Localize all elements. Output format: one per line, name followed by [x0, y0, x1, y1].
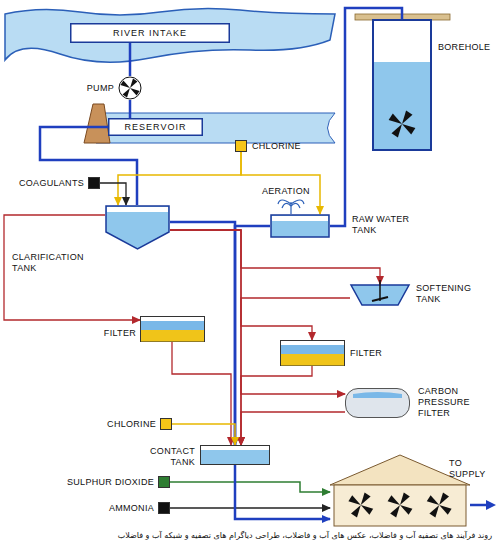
river	[5, 8, 335, 62]
flow-connector	[40, 127, 137, 205]
flow-connector	[170, 230, 345, 394]
node-label: RESERVOIR	[125, 122, 187, 133]
node-label: FILTER	[350, 348, 395, 359]
sand-filter-shape	[280, 340, 345, 366]
node-label: RIVER INTAKE	[113, 28, 187, 39]
node-label: CHLORINE	[86, 419, 156, 430]
flow-connector	[241, 152, 320, 214]
coagulant-dose: COAGULANTS	[88, 177, 100, 189]
node-label: CARBON PRESSURE FILTER	[418, 386, 480, 419]
node-label: SOFTENING TANK	[416, 283, 478, 305]
node-label: AMMONIA	[66, 503, 154, 514]
node-label: COAGULANTS	[6, 178, 84, 189]
chlorine-dose: CHLORINE	[235, 140, 247, 152]
pump-symbol: PUMP	[118, 76, 142, 100]
sand-filter-shape	[140, 316, 205, 342]
raw-water-tank-shape	[270, 214, 330, 238]
sand-filter: FILTER	[140, 316, 205, 342]
node-label: CHLORINE	[252, 141, 314, 152]
ammonia-dose-shape	[158, 502, 170, 514]
flow-connector	[241, 366, 312, 445]
flow-connector	[172, 424, 235, 445]
contact-tank: CONTACT TANK	[200, 445, 270, 465]
ammonia-dose: AMMONIA	[158, 502, 170, 514]
flow-connector	[129, 43, 132, 76]
node-label: TO SUPPLY	[449, 458, 499, 480]
sand-filter: FILTER	[280, 340, 345, 366]
supply-arrow	[470, 500, 496, 510]
softening-tank-shape	[350, 284, 410, 306]
flow-connector	[118, 152, 241, 205]
caption: روند فرآیند های تصفیه آب و فاضلاب، عکس ه…	[2, 531, 492, 541]
reservoir-box: RESERVOIR	[108, 118, 203, 136]
chlorine-dose: CHLORINE	[160, 418, 172, 430]
borehole: BOREHOLE	[372, 20, 432, 150]
sulphur-dioxide-dose: SULPHUR DIOXIDE	[158, 476, 170, 488]
clarification-tank-shape	[105, 205, 170, 250]
carbon-filter: CARBON PRESSURE FILTER	[345, 388, 410, 418]
carbon-filter-shape	[345, 388, 410, 418]
clarification-tank: CLARIFICATION TANK	[105, 205, 170, 250]
softening-tank: SOFTENING TANK	[350, 284, 410, 306]
borehole-shape	[372, 20, 432, 150]
flow-connector	[170, 507, 330, 508]
node-label: BOREHOLE	[438, 42, 496, 53]
fountain	[278, 200, 304, 214]
pump-symbol-shape	[118, 76, 142, 100]
node-label: PUMP	[76, 83, 114, 94]
flow-connector	[241, 298, 350, 445]
node-label: CONTACT TANK	[143, 446, 195, 468]
flow-connector	[170, 230, 380, 284]
node-label: AERATION	[262, 186, 312, 197]
node-label: SULPHUR DIOXIDE	[36, 477, 154, 488]
coagulant-dose-shape	[88, 177, 100, 189]
flow-connector	[235, 465, 330, 519]
contact-tank-shape	[200, 445, 270, 465]
node-label: CLARIFICATION TANK	[12, 252, 98, 274]
chlorine-dose-shape	[160, 418, 172, 430]
reservoir-water	[96, 113, 335, 143]
flow-connector	[241, 412, 345, 445]
flow-connector	[172, 342, 231, 445]
raw-water-tank: AERATIONRAW WATER TANK	[270, 214, 330, 238]
chlorine-dose-shape	[235, 140, 247, 152]
intake-box: RIVER INTAKE	[70, 23, 230, 43]
sulphur-dioxide-dose-shape	[158, 476, 170, 488]
flow-connector	[129, 100, 132, 118]
node-label: FILTER	[92, 328, 136, 339]
dam	[84, 104, 110, 143]
flow-connector	[100, 183, 126, 205]
flow-connector	[170, 482, 330, 492]
pumping-station: TO SUPPLY	[330, 455, 470, 527]
node-label: RAW WATER TANK	[352, 214, 414, 236]
